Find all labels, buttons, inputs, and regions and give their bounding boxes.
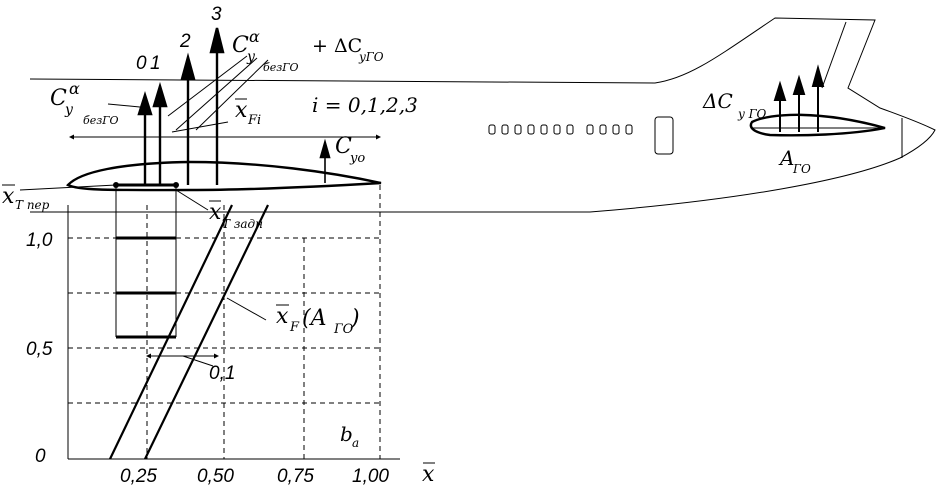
tail-airfoil <box>749 113 886 137</box>
x-tick-1-00: 1,00 <box>352 466 389 487</box>
svg-text:x: x <box>235 98 248 123</box>
svg-text:ΔC: ΔC <box>702 89 733 113</box>
svg-text:x: x <box>209 200 222 225</box>
svg-text:yo: yo <box>349 151 365 166</box>
svg-text:α: α <box>69 79 80 98</box>
x-tick-0-50: 0,50 <box>197 466 234 487</box>
chord-dimension-ticks <box>159 132 189 142</box>
arrow-label-0: 0 <box>136 53 147 74</box>
chord-line <box>19 184 117 191</box>
svg-text:C: C <box>232 33 249 58</box>
focus-lines <box>109 204 269 460</box>
x-tick-0-75: 0,75 <box>277 466 314 487</box>
label-cy-alpha-left: C y α безГО <box>50 79 119 127</box>
label-xf-ago: x F (A ГО ) <box>276 304 360 337</box>
wing-airfoil <box>66 160 382 192</box>
svg-text:x: x <box>422 462 435 487</box>
cg-range-box <box>115 185 177 339</box>
x-axis-label: x <box>422 462 435 487</box>
offset-label: 0,1 <box>209 363 235 384</box>
svg-text:+ ΔC: + ΔC <box>312 35 362 57</box>
svg-text:y: y <box>64 102 74 118</box>
arrow-label-2: 2 <box>179 31 191 52</box>
svg-text:y: y <box>246 49 256 65</box>
label-xt-per: x T пер <box>2 184 50 212</box>
svg-text:x: x <box>276 304 289 329</box>
label-a-go: A ГО <box>778 146 811 176</box>
wing-lift-arrows <box>137 27 331 185</box>
label-cy-alpha-bezgo: C y α безГО + ΔC yГО <box>232 27 384 74</box>
label-delta-cy-go: ΔC y ГО <box>702 89 767 121</box>
svg-text:(A: (A <box>302 306 326 331</box>
svg-text:F: F <box>289 320 300 335</box>
chart-axes <box>67 205 400 460</box>
svg-text:b: b <box>340 422 353 446</box>
fuselage-outline <box>29 17 936 213</box>
y-tick-0: 0 <box>35 446 46 467</box>
svg-text:T пер: T пер <box>15 198 50 212</box>
fuselage-windows <box>488 116 674 155</box>
svg-text:безГО: безГО <box>83 114 119 127</box>
svg-text:α: α <box>249 27 260 46</box>
x-tick-0-25: 0,25 <box>120 466 157 487</box>
chart-grid <box>68 185 381 459</box>
y-tick-0-5: 0,5 <box>26 339 53 360</box>
svg-text:A: A <box>778 146 794 170</box>
svg-text:x: x <box>2 184 15 209</box>
svg-text:C: C <box>50 86 67 111</box>
svg-text:a: a <box>352 436 359 450</box>
xf-ago-leader <box>226 297 267 321</box>
leader-lines <box>107 55 269 133</box>
svg-text:ГО: ГО <box>333 322 354 337</box>
svg-text:Fi: Fi <box>247 113 261 128</box>
offset-leader <box>182 355 214 367</box>
svg-text:C: C <box>335 134 352 159</box>
y-tick-1-0: 1,0 <box>26 230 53 251</box>
label-ba: b a <box>340 422 359 450</box>
svg-text:): ) <box>350 306 360 331</box>
label-i-range: i = 0,1,2,3 <box>312 93 418 117</box>
label-xf-i: x Fi <box>235 98 261 128</box>
arrow-label-3: 3 <box>211 4 222 25</box>
label-xt-zad: x T задн <box>175 189 263 231</box>
label-cy-0: C yo <box>335 134 365 166</box>
arrow-label-1: 1 <box>150 53 161 74</box>
tail-lift-arrows <box>773 64 825 132</box>
svg-text:безГО: безГО <box>263 61 299 74</box>
svg-text:yГО: yГО <box>358 50 384 64</box>
svg-text:ГО: ГО <box>792 162 811 176</box>
svg-text:y ГО: y ГО <box>737 107 767 121</box>
svg-text:T задн: T задн <box>222 217 263 231</box>
